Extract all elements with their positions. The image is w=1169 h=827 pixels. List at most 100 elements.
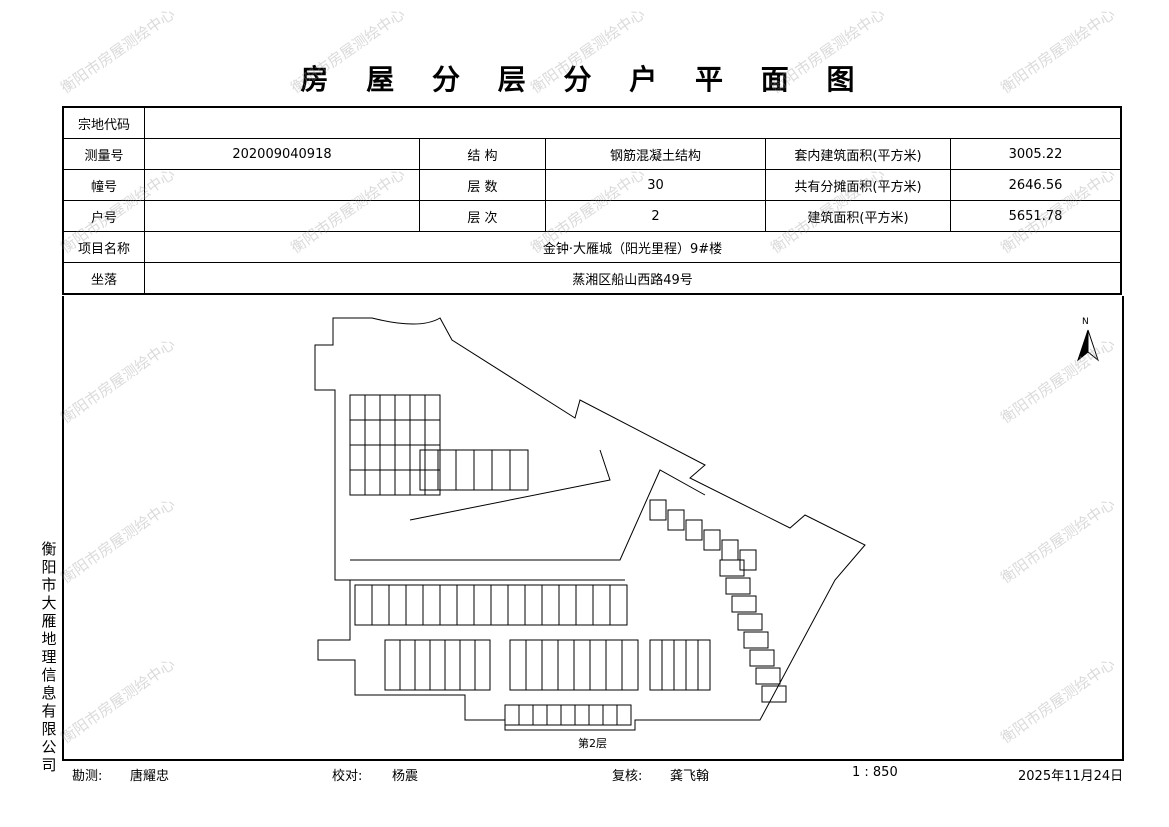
unit-room xyxy=(721,539,739,561)
north-arrow-icon xyxy=(1076,329,1100,362)
location-label: 坐落 xyxy=(62,262,145,295)
structure-label: 结 构 xyxy=(419,138,546,170)
unit-room xyxy=(621,639,639,691)
unit-room xyxy=(349,394,366,421)
unit-room xyxy=(592,584,611,626)
reviewer-name: 龚飞翰 xyxy=(670,769,710,784)
floors-value: 30 xyxy=(545,169,766,201)
unit-room xyxy=(364,419,381,446)
unit-room xyxy=(394,444,411,471)
unit-room xyxy=(371,584,390,626)
unit-room xyxy=(456,584,475,626)
surveyor-label: 勘测: xyxy=(72,769,103,784)
unit-room xyxy=(541,584,560,626)
project-value: 金钟·大雁城（阳光里程）9#楼 xyxy=(144,231,1122,263)
scale: 1 : 850 xyxy=(852,765,898,780)
floor-plan-area xyxy=(62,296,1124,761)
project-label: 项目名称 xyxy=(62,231,145,263)
inner-area-value: 3005.22 xyxy=(950,138,1122,170)
unit-room xyxy=(405,584,424,626)
unit-room xyxy=(394,419,411,446)
unit-room xyxy=(379,419,396,446)
unit-room xyxy=(474,639,491,691)
unit-room xyxy=(685,639,699,691)
unit-room xyxy=(546,704,562,726)
unit-room xyxy=(364,394,381,421)
unit-room xyxy=(349,444,366,471)
unit-room xyxy=(444,639,461,691)
unit-room xyxy=(379,394,396,421)
unit-room xyxy=(589,639,607,691)
unit-room xyxy=(575,584,594,626)
company-vertical-label: 衡阳市大雁地理信息有限公司 xyxy=(41,540,57,774)
unit-room xyxy=(409,394,426,421)
unit-room xyxy=(560,704,576,726)
north-label: N xyxy=(1082,317,1089,327)
location-value: 蒸湘区船山西路49号 xyxy=(144,262,1122,295)
unit-room xyxy=(439,584,458,626)
unit-room xyxy=(557,639,575,691)
unit-room xyxy=(459,639,476,691)
unit-room xyxy=(422,584,441,626)
unit-room xyxy=(473,584,492,626)
unit-room xyxy=(697,639,711,691)
page-title: 房 屋 分 层 分 户 平 面 图 xyxy=(300,63,869,96)
unit-room xyxy=(737,613,763,631)
unit-room xyxy=(743,631,769,649)
reviewer-label: 复核: xyxy=(612,769,643,784)
unit-room xyxy=(518,704,534,726)
unit-grid xyxy=(349,394,787,726)
unit-room xyxy=(558,584,577,626)
floor-caption: 第2层 xyxy=(578,737,607,750)
unit-room xyxy=(424,394,441,421)
unit-room xyxy=(761,685,787,703)
total-area-label: 建筑面积(平方米) xyxy=(765,200,951,232)
unit-room xyxy=(394,469,411,496)
unit-room xyxy=(409,419,426,446)
unit-room xyxy=(602,704,618,726)
unit-room xyxy=(429,639,446,691)
building-no-value xyxy=(144,169,420,201)
building-no-label: 幢号 xyxy=(62,169,145,201)
building-outline xyxy=(314,317,866,731)
unit-room xyxy=(649,499,667,521)
unit-room xyxy=(667,509,685,531)
unit-room xyxy=(725,577,751,595)
unit-no-label: 户号 xyxy=(62,200,145,232)
total-area-value: 5651.78 xyxy=(950,200,1122,232)
shared-area-label: 共有分摊面积(平方米) xyxy=(765,169,951,201)
inner-area-label: 套内建筑面积(平方米) xyxy=(765,138,951,170)
unit-room xyxy=(504,704,520,726)
unit-room xyxy=(739,549,757,571)
unit-room xyxy=(424,469,441,496)
unit-room xyxy=(609,584,628,626)
unit-room xyxy=(616,704,632,726)
unit-room xyxy=(605,639,623,691)
unit-room xyxy=(349,419,366,446)
unit-room xyxy=(414,639,431,691)
unit-room xyxy=(541,639,559,691)
unit-room xyxy=(399,639,416,691)
survey-no-label: 测量号 xyxy=(62,138,145,170)
unit-room xyxy=(473,449,493,491)
checker-label: 校对: xyxy=(332,769,363,784)
unit-room xyxy=(409,444,426,471)
unit-room xyxy=(703,529,721,551)
unit-room xyxy=(507,584,526,626)
unit-room xyxy=(525,639,543,691)
unit-room xyxy=(379,444,396,471)
unit-room xyxy=(491,449,511,491)
unit-room xyxy=(573,639,591,691)
unit-room xyxy=(731,595,757,613)
unit-room xyxy=(364,469,381,496)
unit-room xyxy=(749,649,775,667)
unit-room xyxy=(649,639,663,691)
date: 2025年11月24日 xyxy=(1018,769,1124,784)
unit-room xyxy=(394,394,411,421)
unit-room xyxy=(437,449,457,491)
unit-room xyxy=(384,639,401,691)
unit-room xyxy=(755,667,781,685)
